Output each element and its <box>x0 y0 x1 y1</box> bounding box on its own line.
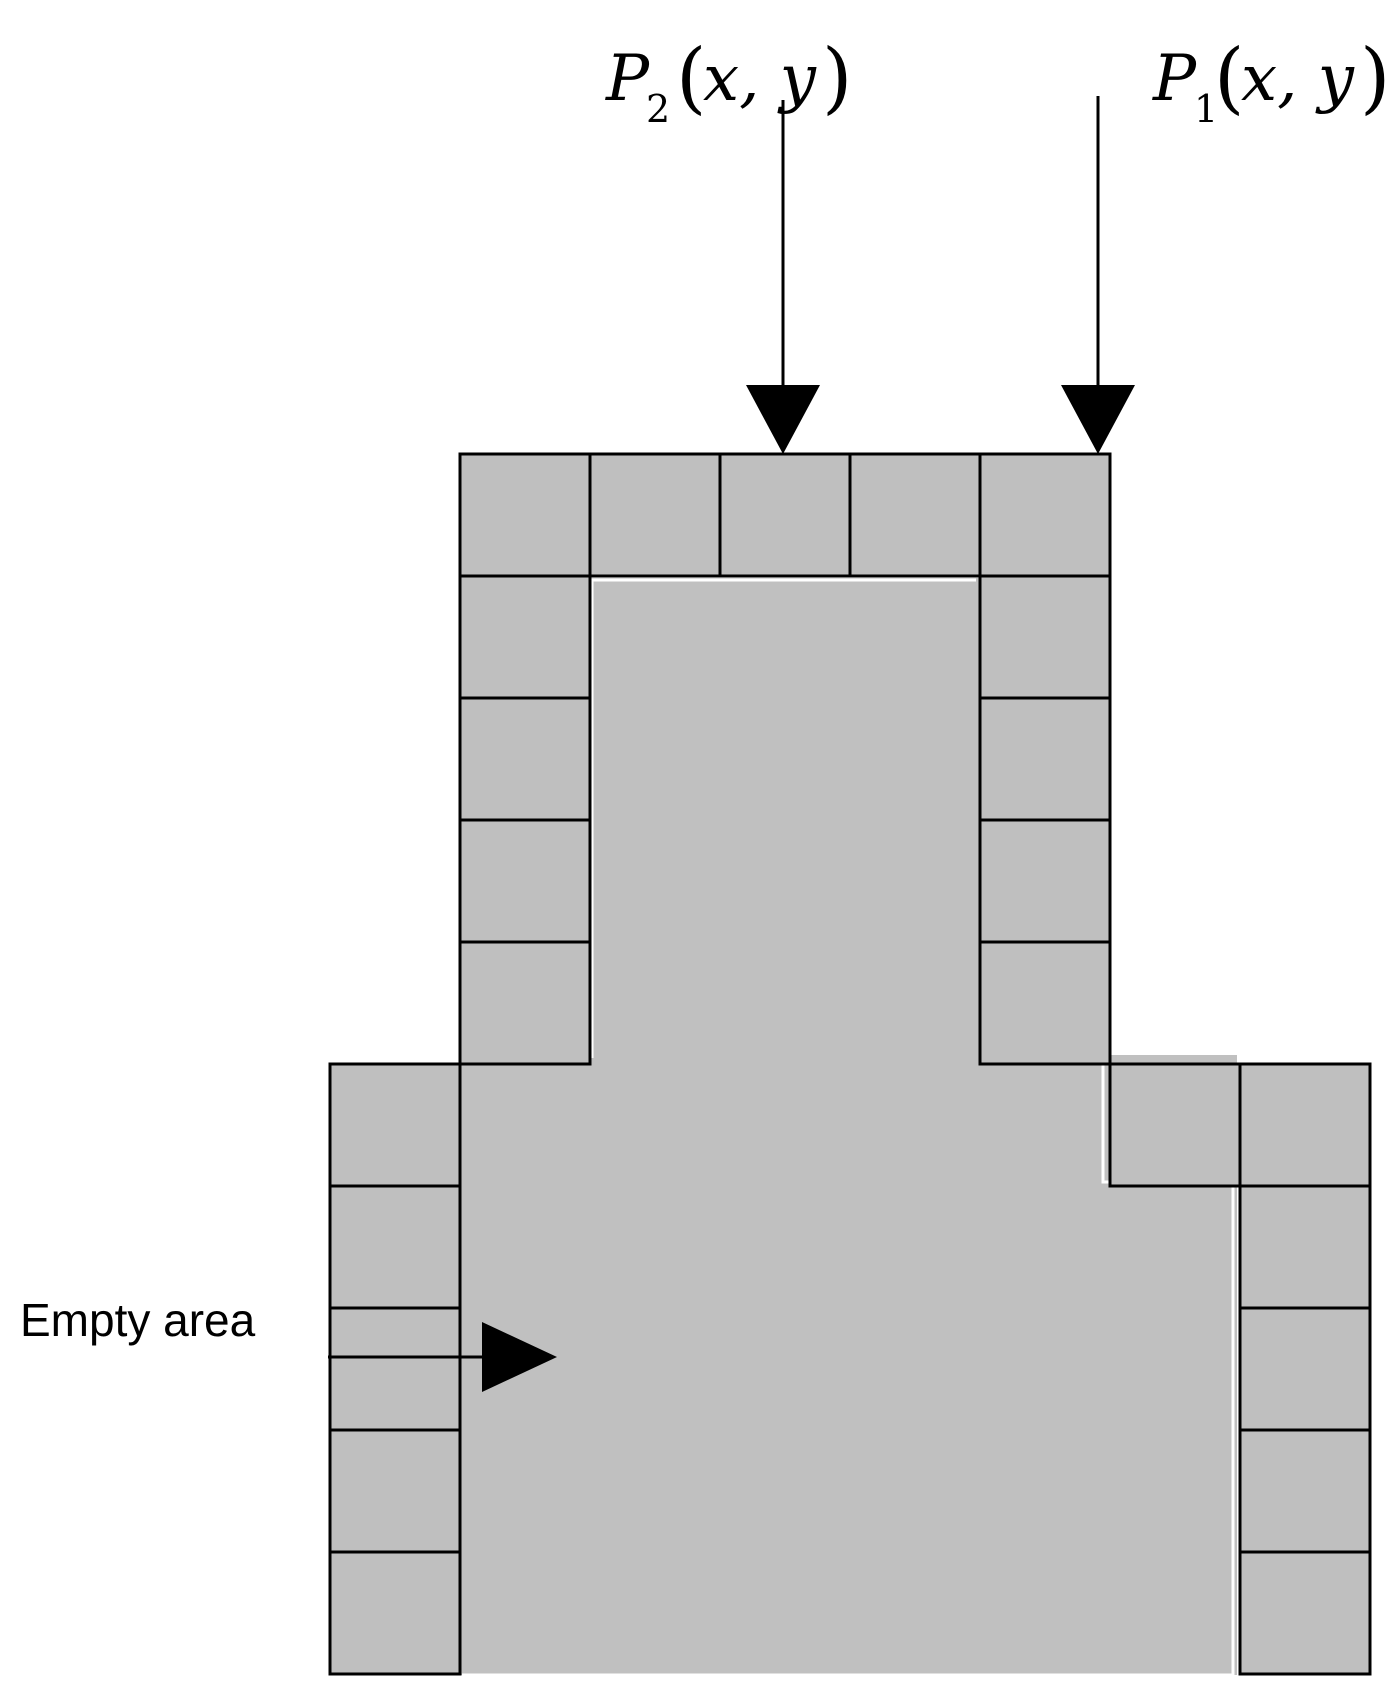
boundary-cell <box>978 696 1112 822</box>
p2-open-paren: ( <box>676 33 706 123</box>
p1-label: P 1 ( x, y ) <box>1152 33 1390 131</box>
boundary-cell <box>1238 1306 1372 1432</box>
p1-args: x, y <box>1241 42 1355 116</box>
p2-label: P 2 ( x, y ) <box>605 33 852 131</box>
boundary-cell <box>328 1062 462 1188</box>
boundary-cells <box>328 452 1372 1676</box>
p2-arrow <box>746 100 820 454</box>
boundary-cell <box>328 1428 462 1554</box>
boundary-cell <box>1238 1062 1372 1188</box>
boundary-cell <box>1108 1062 1242 1188</box>
boundary-cell <box>978 818 1112 944</box>
boundary-cell <box>1238 1550 1372 1676</box>
p1-open-paren: ( <box>1214 33 1244 123</box>
empty-area-arrow <box>328 1322 557 1392</box>
boundary-cell <box>588 452 722 578</box>
boundary-cell <box>458 574 592 700</box>
boundary-cell <box>458 452 592 578</box>
p1-symbol: P <box>1152 42 1197 116</box>
p2-subscript: 2 <box>646 87 670 131</box>
p1-arrow <box>1061 96 1135 454</box>
empty-area-label: Empty area <box>20 1294 256 1346</box>
boundary-cell <box>328 1550 462 1676</box>
boundary-cell <box>978 940 1112 1066</box>
boundary-cell <box>458 940 592 1066</box>
boundary-cell <box>978 574 1112 700</box>
p2-args: x, y <box>703 42 817 116</box>
interior-region <box>460 578 1237 1677</box>
boundary-cell <box>1238 1184 1372 1310</box>
boundary-cell <box>848 452 982 578</box>
p1-close-paren: ) <box>1360 33 1390 123</box>
boundary-cell <box>328 1184 462 1310</box>
boundary-cell <box>458 818 592 944</box>
p2-close-paren: ) <box>822 33 852 123</box>
boundary-cell <box>458 696 592 822</box>
boundary-cell <box>1238 1428 1372 1554</box>
boundary-cell <box>978 452 1112 578</box>
boundary-cell <box>328 1306 462 1432</box>
p2-symbol: P <box>605 42 650 116</box>
boundary-cell <box>718 452 852 578</box>
p1-subscript: 1 <box>1194 87 1218 131</box>
